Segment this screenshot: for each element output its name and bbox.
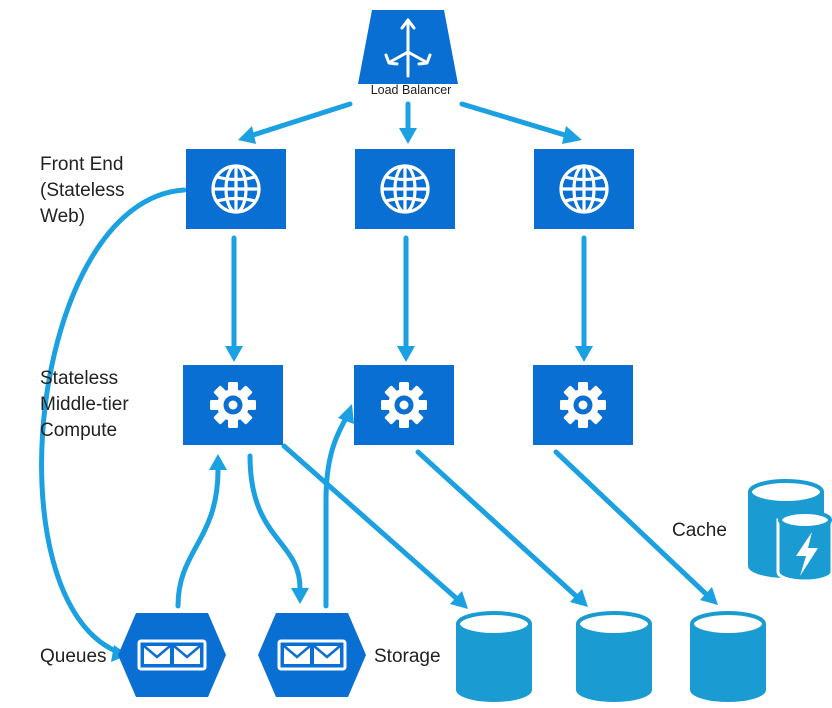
load-balancer-arrows (384, 18, 432, 78)
arrow-worker1-to-queue2 (247, 453, 303, 591)
svg-text:Front End: Front End (40, 154, 123, 175)
load-balancer-label: Load Balancer (371, 83, 452, 97)
arrowhead (209, 454, 227, 470)
middle-tier-label: Stateless Middle-tier Compute (40, 368, 129, 441)
arrow-web1-to-queue1 (39, 187, 187, 655)
worker-role-1 (183, 365, 283, 445)
database-cylinder-icon (454, 611, 534, 704)
arrowhead (700, 587, 718, 605)
arrow-lb-to-web-1 (247, 101, 353, 139)
storage-label: Storage (374, 646, 441, 667)
svg-text:Web): Web) (40, 206, 85, 227)
arrow-queue2-to-worker2 (323, 415, 349, 609)
arrowhead (450, 591, 468, 609)
cache-lightning-icon (748, 479, 832, 583)
arrowhead (225, 346, 243, 362)
svg-text:(Stateless: (Stateless (40, 180, 124, 201)
arrowhead (570, 589, 588, 607)
cache-label: Cache (672, 520, 727, 541)
svg-text:Stateless: Stateless (40, 368, 118, 389)
gear-icon (381, 382, 427, 428)
arrowhead (575, 346, 593, 362)
arrow-worker3-to-cache-storage (553, 449, 709, 597)
arrowhead (399, 128, 417, 144)
gear-icon (210, 382, 256, 428)
web-role-1 (186, 149, 286, 229)
gear-icon (560, 382, 606, 428)
worker-role-2 (354, 365, 454, 445)
arrow-worker1-to-storage1 (281, 443, 459, 601)
queue-envelope-icon (256, 611, 368, 699)
worker-role-3 (533, 365, 633, 445)
queue-envelope-icon (116, 611, 228, 699)
globe-icon (211, 164, 261, 214)
arrow-worker2-to-storage2 (415, 449, 579, 599)
web-role-2 (355, 149, 455, 229)
arrowhead (238, 126, 256, 144)
arrowhead (562, 126, 582, 144)
web-role-3 (534, 149, 634, 229)
front-end-label: Front End (Stateless Web) (40, 154, 124, 227)
arrowhead (291, 588, 309, 604)
database-cylinder-icon (688, 611, 768, 704)
arrow-lb-to-web-3 (459, 101, 571, 139)
arrow-queue1-to-worker1 (175, 467, 221, 609)
connectors (39, 101, 718, 662)
globe-icon (559, 164, 609, 214)
queues-label: Queues (40, 646, 107, 667)
database-cylinder-icon (574, 611, 654, 704)
arrowhead (338, 404, 354, 424)
svg-text:Middle-tier: Middle-tier (40, 394, 129, 415)
svg-text:Compute: Compute (40, 420, 117, 441)
arrowhead (397, 346, 415, 362)
load-balancer-node: Load Balancer (358, 10, 458, 97)
globe-icon (380, 164, 430, 214)
